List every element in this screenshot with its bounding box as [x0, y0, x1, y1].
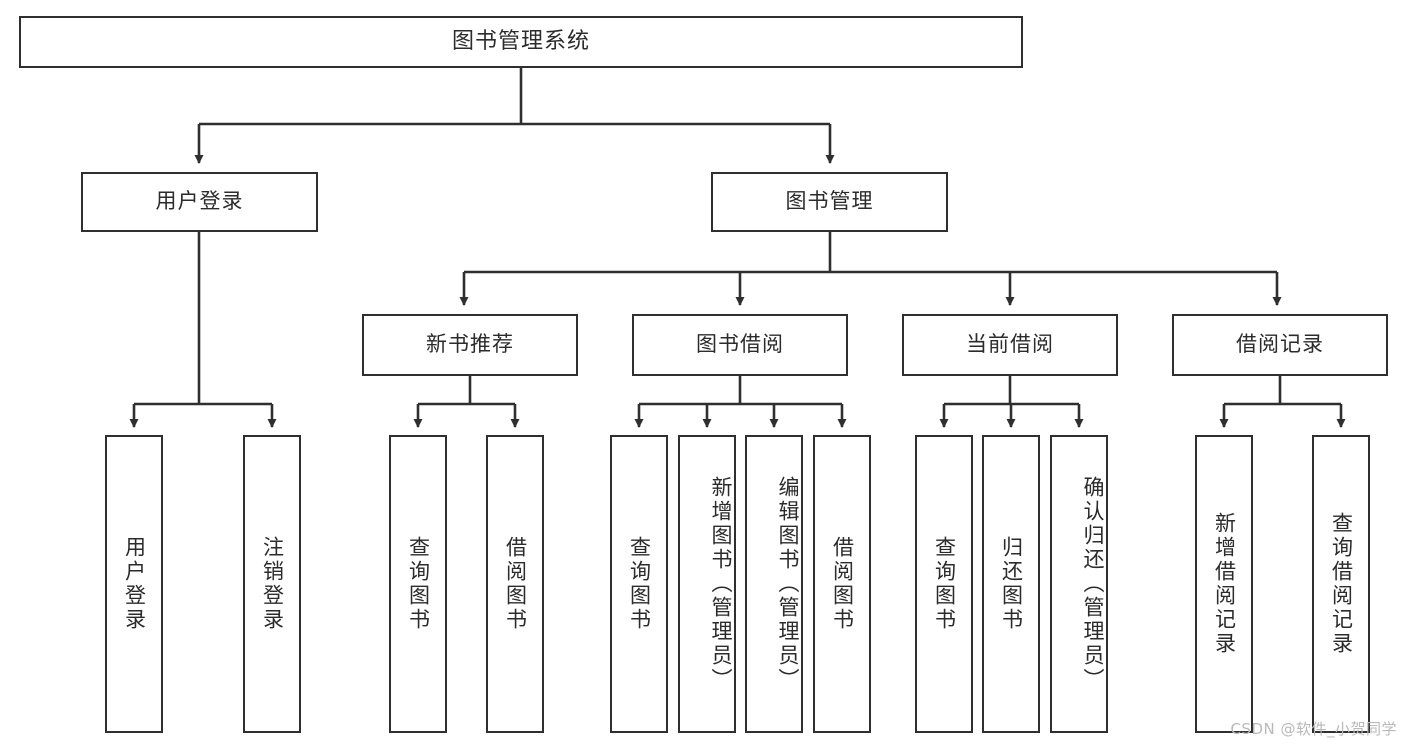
- leaf-query-book-1[interactable]: 查询图书: [389, 435, 447, 733]
- leaf-user-login[interactable]: 用户登录: [105, 435, 163, 733]
- node-label: 查询图书: [932, 536, 957, 632]
- node-label: 当前借阅: [966, 332, 1054, 357]
- csdn-watermark: CSDN @软件_小贺同学: [1230, 720, 1397, 738]
- node-label: 新增借阅记录: [1212, 512, 1237, 656]
- node-label: 借阅记录: [1236, 332, 1324, 357]
- node-current-borrow[interactable]: 当前借阅: [902, 314, 1118, 376]
- leaf-edit-book[interactable]: 编辑图书（管理员）: [745, 435, 803, 733]
- node-book-management[interactable]: 图书管理: [711, 172, 948, 232]
- node-label: 新增图书（管理员）: [709, 476, 733, 692]
- node-label: 确认归还（管理员）: [1081, 476, 1105, 692]
- leaf-borrow-book-2[interactable]: 借阅图书: [813, 435, 871, 733]
- node-label: 用户登录: [122, 536, 147, 632]
- node-label: 查询借阅记录: [1329, 512, 1354, 656]
- leaf-confirm-return[interactable]: 确认归还（管理员）: [1050, 435, 1108, 733]
- node-borrow-record[interactable]: 借阅记录: [1172, 314, 1388, 376]
- node-label: 图书借阅: [696, 332, 784, 357]
- node-label: 用户登录: [155, 189, 244, 214]
- node-book-borrow[interactable]: 图书借阅: [632, 314, 848, 376]
- node-label: 新书推荐: [426, 332, 514, 357]
- node-root-book-management-system[interactable]: 图书管理系统: [19, 16, 1023, 68]
- leaf-query-book-3[interactable]: 查询图书: [915, 435, 973, 733]
- node-new-book-recommend[interactable]: 新书推荐: [362, 314, 578, 376]
- node-label: 借阅图书: [503, 536, 528, 632]
- leaf-add-record[interactable]: 新增借阅记录: [1195, 435, 1253, 733]
- leaf-query-book-2[interactable]: 查询图书: [610, 435, 668, 733]
- leaf-add-book[interactable]: 新增图书（管理员）: [678, 435, 736, 733]
- node-label: 编辑图书（管理员）: [776, 476, 800, 692]
- leaf-query-record[interactable]: 查询借阅记录: [1312, 435, 1370, 733]
- node-label: 查询图书: [406, 536, 431, 632]
- leaf-user-logout[interactable]: 注销登录: [243, 435, 301, 733]
- node-label: 图书管理: [785, 189, 874, 214]
- node-label: 查询图书: [627, 536, 652, 632]
- node-label: 借阅图书: [830, 536, 855, 632]
- node-user-login[interactable]: 用户登录: [81, 172, 318, 232]
- node-label: 注销登录: [260, 536, 285, 632]
- leaf-borrow-book-1[interactable]: 借阅图书: [486, 435, 544, 733]
- node-label: 图书管理系统: [451, 28, 590, 54]
- node-label: 归还图书: [999, 536, 1024, 632]
- leaf-return-book[interactable]: 归还图书: [982, 435, 1040, 733]
